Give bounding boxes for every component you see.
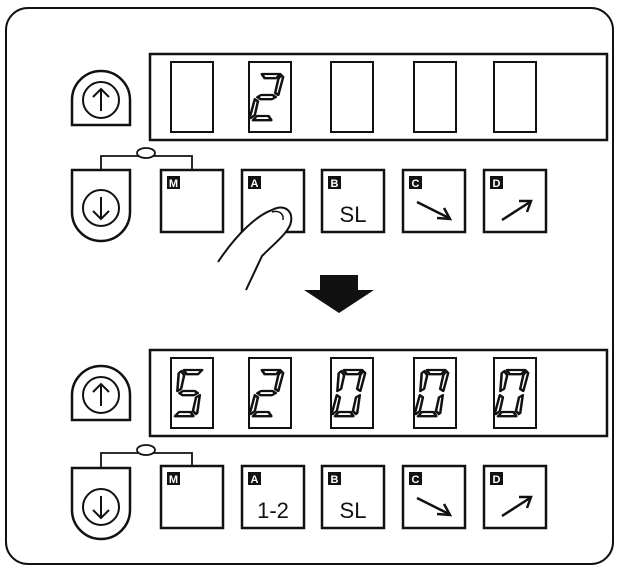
digit-0 bbox=[330, 368, 367, 418]
up-arrow-icon bbox=[82, 81, 120, 119]
key-b[interactable]: BSL bbox=[320, 464, 386, 530]
digit-5 bbox=[173, 368, 204, 418]
down-arrow-icon bbox=[82, 488, 120, 526]
seven-segment-display bbox=[148, 52, 609, 142]
key-badge-letter: A bbox=[251, 474, 259, 486]
digit-2 bbox=[248, 368, 285, 418]
key-m[interactable]: M bbox=[159, 464, 225, 530]
function-keys: M A 1-2 BSL C D bbox=[159, 464, 548, 530]
button-link-bracket bbox=[100, 147, 193, 170]
down-arrow-icon bbox=[82, 189, 120, 227]
digit-window bbox=[413, 357, 457, 429]
up-button[interactable] bbox=[70, 364, 132, 422]
display-digits bbox=[170, 61, 537, 133]
digit-window bbox=[330, 357, 374, 429]
finger-press-icon bbox=[217, 206, 293, 291]
digit-window bbox=[170, 357, 214, 429]
key-badge-letter: M bbox=[169, 474, 178, 486]
down-right-arrow-icon bbox=[416, 200, 453, 221]
key-c[interactable]: C bbox=[401, 168, 467, 234]
up-right-arrow-icon bbox=[501, 495, 533, 518]
key-a[interactable]: A 1-2 bbox=[240, 464, 306, 530]
key-badge bbox=[328, 176, 341, 189]
digit-2 bbox=[248, 72, 285, 122]
transition-arrow-icon bbox=[304, 275, 374, 313]
key-badge-letter: B bbox=[331, 474, 339, 486]
key-badge-letter: C bbox=[412, 178, 420, 190]
key-badge-letter: M bbox=[169, 178, 178, 190]
diagram-frame bbox=[5, 7, 614, 565]
key-badge bbox=[409, 472, 422, 485]
key-label: SL bbox=[340, 202, 367, 227]
digit-window bbox=[248, 61, 292, 133]
down-right-arrow-icon bbox=[416, 496, 453, 517]
digit-0 bbox=[413, 368, 450, 418]
key-badge-letter: B bbox=[331, 178, 339, 190]
key-c[interactable]: C bbox=[401, 464, 467, 530]
function-keys: M A BSL C D bbox=[159, 168, 548, 234]
key-b[interactable]: BSL bbox=[320, 168, 386, 234]
digit-0 bbox=[493, 368, 530, 418]
key-m[interactable]: M bbox=[159, 168, 225, 234]
key-badge-letter: C bbox=[412, 474, 420, 486]
key-d[interactable]: D bbox=[482, 168, 548, 234]
key-badge bbox=[248, 176, 261, 189]
key-badge-letter: D bbox=[493, 474, 501, 486]
up-button[interactable] bbox=[70, 69, 132, 127]
seven-segment-display bbox=[148, 348, 609, 438]
digit-window bbox=[330, 61, 374, 133]
key-label: SL bbox=[340, 498, 367, 523]
key-badge bbox=[248, 472, 261, 485]
key-badge bbox=[328, 472, 341, 485]
key-badge-letter: A bbox=[251, 178, 259, 190]
key-badge bbox=[490, 176, 503, 189]
up-right-arrow-icon bbox=[501, 199, 533, 222]
button-link-bracket bbox=[100, 444, 193, 468]
up-arrow-icon bbox=[82, 376, 120, 414]
digit-window bbox=[170, 61, 214, 133]
digit-window bbox=[493, 61, 537, 133]
key-badge bbox=[167, 472, 180, 485]
panel-before: M A BSL C D bbox=[70, 52, 609, 291]
down-button[interactable] bbox=[70, 466, 132, 541]
digit-window bbox=[413, 61, 457, 133]
digit-window bbox=[248, 357, 292, 429]
key-badge bbox=[409, 176, 422, 189]
key-label: 1-2 bbox=[257, 498, 289, 523]
key-badge bbox=[490, 472, 503, 485]
down-button[interactable] bbox=[70, 168, 132, 243]
panel-after: M A 1-2 BSL C D bbox=[70, 348, 609, 541]
key-d[interactable]: D bbox=[482, 464, 548, 530]
key-badge-letter: D bbox=[493, 178, 501, 190]
key-badge bbox=[167, 176, 180, 189]
display-digits bbox=[170, 357, 537, 429]
digit-window bbox=[493, 357, 537, 429]
